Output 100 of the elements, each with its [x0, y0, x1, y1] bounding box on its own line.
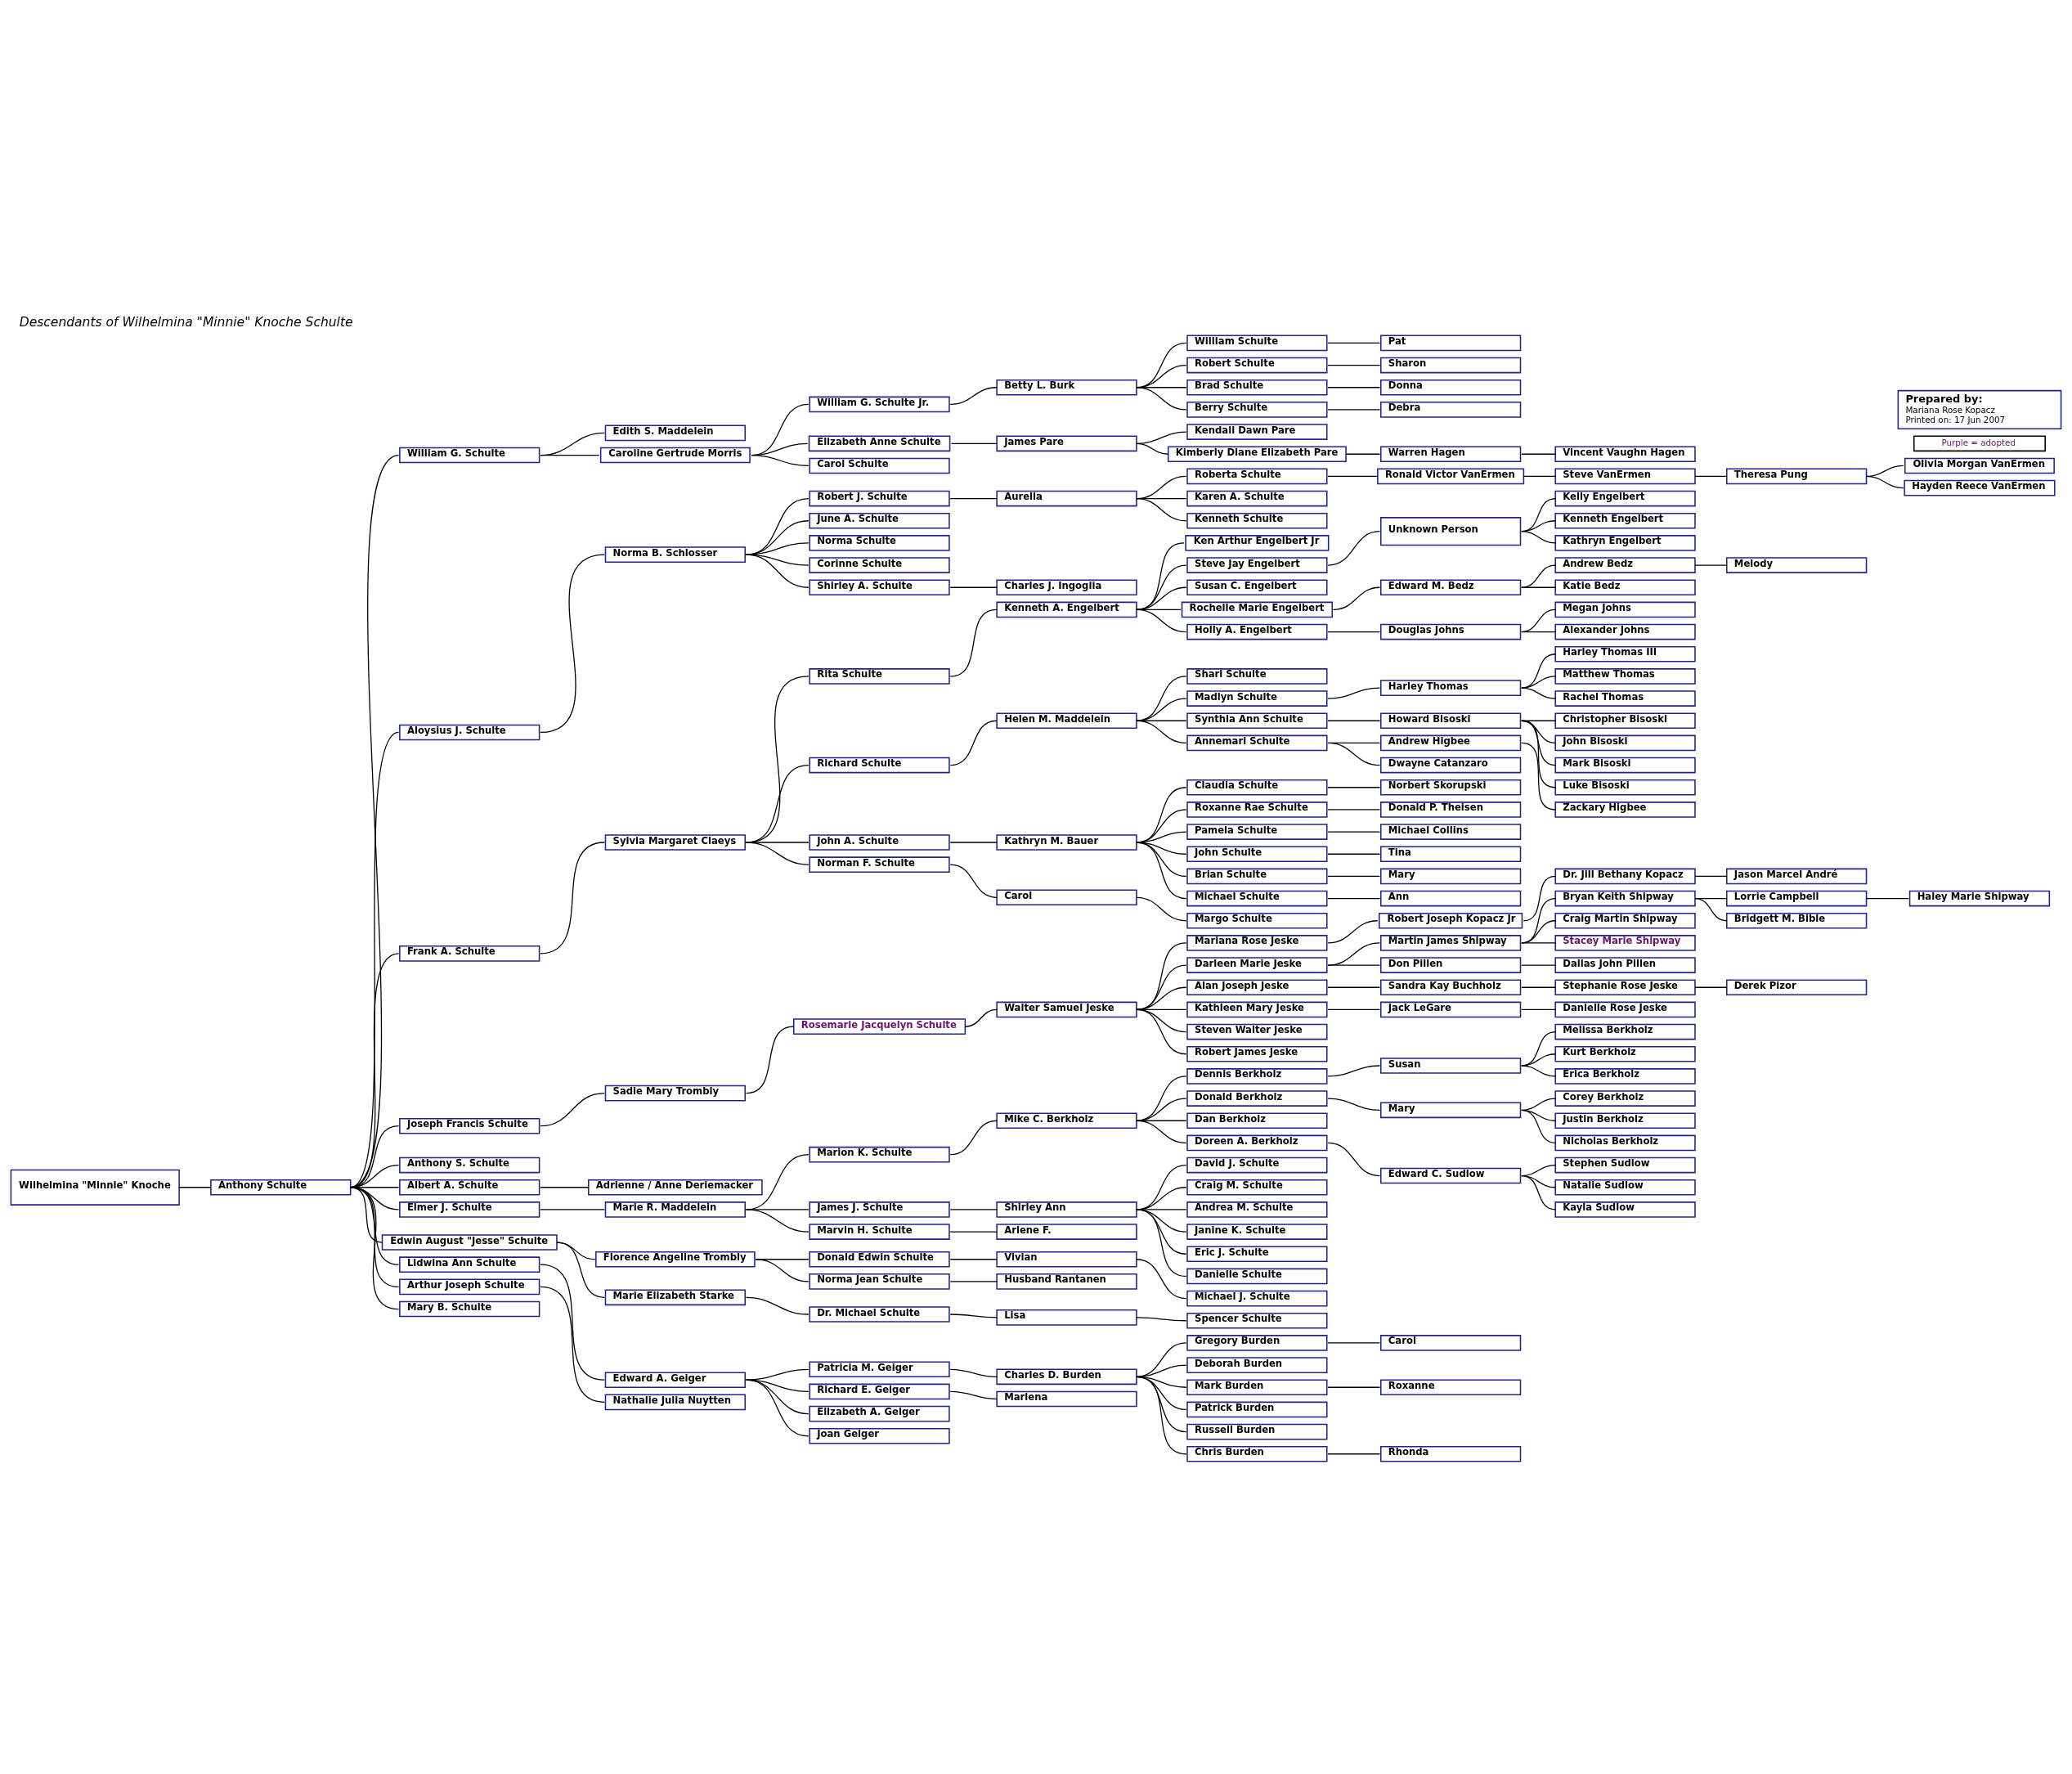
connector [1136, 720, 1187, 743]
node-box: Elmer J. Schulte [399, 1201, 540, 1218]
node-box: Norma B. Schlosser [604, 546, 746, 563]
connector [1136, 1341, 1187, 1377]
node-box: Mike C. Berkholz [996, 1112, 1137, 1129]
node-box: Nathalie Julia Nuytten [604, 1394, 746, 1410]
connector [350, 1186, 400, 1287]
node-box: Robert James Jeske [1186, 1045, 1328, 1062]
node-box: Matthew Thomas [1554, 667, 1696, 685]
connector [1136, 430, 1187, 444]
connector [1136, 1258, 1187, 1299]
connector [540, 454, 600, 456]
node-box: Edwin August "Jesse" Schulte [381, 1233, 558, 1251]
connector [1327, 720, 1381, 721]
connector [1694, 564, 1728, 566]
node-box: Kelly Engelbert [1554, 490, 1696, 506]
node-box: Marie Elizabeth Starke [604, 1288, 746, 1305]
node-box: Eric J. Schulte [1186, 1245, 1328, 1262]
node-box: Stacey Marie Shipway [1554, 934, 1696, 951]
node-box: Claudia Schulte [1186, 779, 1328, 796]
connector [1136, 609, 1187, 632]
node-box: Steven Walter Jeske [1186, 1023, 1328, 1040]
connector [1136, 386, 1187, 411]
node-box: Robert Joseph Kopacz Jr [1379, 912, 1523, 929]
connector [1327, 1142, 1381, 1176]
node-box: Margo Schulte [1186, 912, 1328, 929]
node-box: Madlyn Schulte [1186, 689, 1328, 707]
node-box: Kayla Sudlow [1554, 1201, 1696, 1218]
connector [949, 1280, 998, 1282]
connector [1327, 1341, 1381, 1344]
connector [1521, 687, 1556, 699]
connector [1694, 875, 1728, 877]
connector [1521, 1064, 1556, 1077]
node-box: Marvin H. Schulte [809, 1223, 950, 1240]
node-box: William Schulte [1186, 335, 1328, 351]
node-box: Adrienne / Anne Deriemacker [588, 1179, 763, 1196]
connector [949, 1368, 998, 1377]
node-box: Charles D. Burden [996, 1368, 1137, 1385]
connector [1327, 475, 1379, 477]
connector [1136, 1208, 1187, 1277]
node-box: Bryan Keith Shipway [1554, 890, 1696, 906]
connector [540, 1286, 605, 1403]
connector [950, 442, 998, 444]
node-box: Harley Thomas [1379, 679, 1522, 696]
connector [1136, 830, 1187, 843]
connector [1521, 1109, 1556, 1143]
node-box: Rochelle Marie Engelbert [1181, 601, 1333, 618]
node-box: Arthur Joseph Schulte [399, 1278, 540, 1295]
connector [949, 1258, 998, 1260]
connector [1327, 342, 1381, 344]
connector [949, 1313, 998, 1318]
node-box: Gregory Burden [1186, 1334, 1328, 1351]
connector [1136, 1075, 1187, 1121]
connector [745, 1379, 810, 1436]
node-box: Katie Bedz [1554, 578, 1696, 595]
connector [949, 864, 998, 898]
connector [1136, 841, 1187, 877]
node-box: Florence Angeline Trombly [595, 1251, 756, 1268]
node-box: Justin Berkholz [1554, 1112, 1696, 1129]
connector [1521, 720, 1556, 788]
connector [1521, 530, 1556, 544]
connector [1521, 453, 1556, 455]
node-box: Christopher Bisoski [1554, 712, 1696, 729]
connector [1136, 1120, 1187, 1143]
node-box: June A. Schulte [809, 512, 950, 529]
node-box: Vivian [996, 1251, 1137, 1268]
connector [745, 497, 810, 555]
connector [745, 1025, 795, 1094]
connector [350, 1186, 400, 1309]
connector [1521, 564, 1556, 588]
node-box: Prepared by: Mariana Rose Kopacz Printed on: 17 Jun 2007 [1897, 389, 2062, 429]
connector [1136, 675, 1187, 721]
connector [540, 841, 605, 954]
connector [949, 1390, 998, 1399]
node-box: Edith S. Maddelein [604, 424, 746, 441]
node-box: Andrew Higbee [1379, 734, 1522, 751]
connector [949, 720, 998, 766]
node-box: Anthony S. Schulte [399, 1156, 540, 1173]
connector [1521, 1097, 1556, 1111]
node-box: Mary [1379, 868, 1522, 884]
node-box: Susan [1379, 1057, 1522, 1074]
connector [1521, 941, 1556, 944]
node-box: Mary B. Schulte [399, 1300, 540, 1317]
connector [1136, 1008, 1187, 1054]
node-box: Kenneth Engelbert [1554, 512, 1696, 529]
node-box: Rosemarie Jacquelyn Schulte [792, 1017, 966, 1035]
connector [178, 1186, 212, 1188]
node-box: Donald Berkholz [1186, 1089, 1328, 1107]
node-box: Dallas John Pillen [1554, 956, 1696, 973]
node-box: Carol [996, 888, 1137, 905]
connector [1327, 875, 1381, 877]
connector [745, 1208, 810, 1233]
connector [1523, 875, 1556, 921]
node-box: Brad Schulte [1186, 379, 1328, 396]
node-box: Carol Schulte [809, 457, 950, 474]
connector [540, 1264, 605, 1381]
connector [556, 1241, 596, 1260]
node-box: Dwayne Catanzaro [1379, 757, 1522, 773]
connector [1327, 1008, 1381, 1010]
node-box: Rachel Thomas [1554, 689, 1696, 707]
